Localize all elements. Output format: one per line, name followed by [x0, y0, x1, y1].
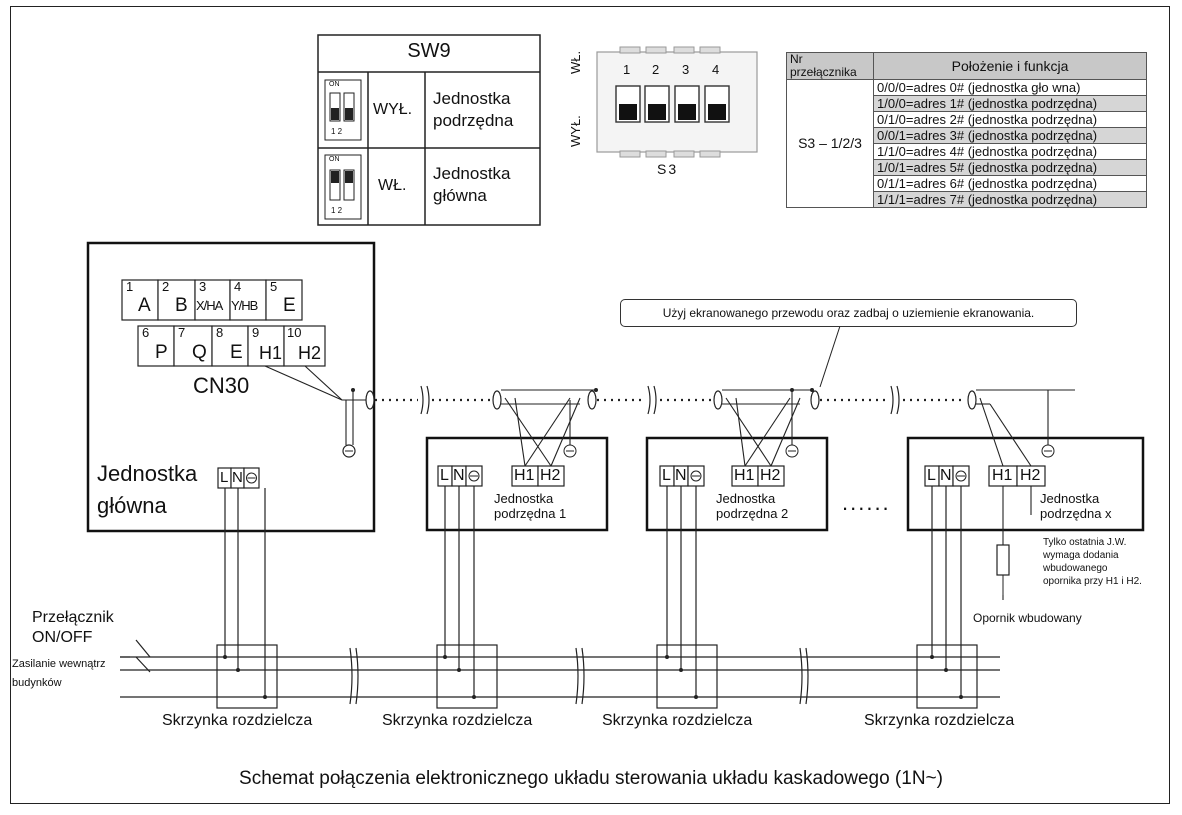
- junction-boxes: [216, 644, 978, 709]
- terminal-n: N: [940, 467, 952, 484]
- junction-box-label: Skrzynka rozdzielcza: [864, 712, 1015, 729]
- cn30-connector: [121, 279, 326, 367]
- resistor-label: Opornik wbudowany: [973, 611, 1082, 625]
- s3-table-row: 1/1/1=adres 7# (jednostka podrzędna): [873, 191, 1147, 208]
- diagram-frame: [10, 6, 1170, 804]
- terminal-h1: H1: [992, 467, 1013, 484]
- s3-table-row: 0/0/0=adres 0# (jednostka gło wna): [873, 79, 1147, 96]
- cn30-pin-number: 2: [162, 279, 170, 294]
- cn30-pin-signal: H2: [298, 343, 322, 363]
- cn30-pin-signal: E: [283, 295, 296, 316]
- cn30-pin-number: 6: [142, 325, 150, 340]
- sw9-dip-numbers: 1 2: [331, 127, 343, 136]
- terminal-h2: H2: [1020, 467, 1041, 484]
- sw9-state-off: WYŁ.: [373, 101, 413, 118]
- s3-dip-switch: [596, 46, 758, 158]
- s3-table-switch-name: S3 – 1/2/3: [786, 79, 874, 208]
- sw9-dip-numbers: 1 2: [331, 206, 343, 215]
- sw9-title: SW9: [407, 40, 451, 62]
- s3-table-row: 0/0/1=adres 3# (jednostka podrzędna): [873, 127, 1147, 144]
- s3-on-label: WŁ.: [568, 50, 583, 74]
- shield-note-callout: Użyj ekranowanego przewodu oraz zadbaj o…: [620, 299, 1077, 327]
- terminal-n: N: [453, 467, 465, 484]
- terminal-l: L: [662, 467, 671, 484]
- cn30-pin-signal: Y/HB: [231, 298, 258, 313]
- s3-off-label: WYŁ.: [568, 115, 583, 147]
- cn30-pin-signal: P: [155, 342, 168, 363]
- cn30-pin-number: 1: [126, 279, 134, 294]
- s3-table-row: 1/0/0=adres 1# (jednostka podrzędna): [873, 95, 1147, 112]
- s3-switch-number: 2: [652, 62, 660, 77]
- sw9-dip-on-icon: [324, 154, 362, 220]
- sw9-state-on: WŁ.: [378, 177, 407, 194]
- cn30-label: CN30: [193, 373, 250, 398]
- s3-table-row: 1/1/0=adres 4# (jednostka podrzędna): [873, 143, 1147, 160]
- terminal-n: N: [232, 469, 243, 486]
- cn30-pin-signal: X/HA: [196, 298, 223, 313]
- terminal-h2: H2: [540, 467, 561, 484]
- cn30-pin-signal: Q: [192, 342, 207, 363]
- sw9-on-tag: ON: [329, 81, 340, 88]
- terminal-h1: H1: [514, 467, 535, 484]
- terminal-n: N: [675, 467, 687, 484]
- cn30-pin-number: 4: [234, 279, 242, 294]
- junction-box-label: Skrzynka rozdzielcza: [382, 712, 533, 729]
- cn30-pin-signal: B: [175, 295, 188, 316]
- sw9-table: [317, 34, 541, 226]
- s3-table-row: 1/0/1=adres 5# (jednostka podrzędna): [873, 159, 1147, 176]
- cn30-pin-number: 7: [178, 325, 186, 340]
- ellipsis: ......: [842, 490, 891, 515]
- s3-label: S3: [657, 161, 679, 177]
- cn30-pin-number: 3: [199, 279, 207, 294]
- s3-switch-number: 4: [712, 62, 720, 77]
- s3-table-row: 0/1/1=adres 6# (jednostka podrzędna): [873, 175, 1147, 192]
- cn30-pin-signal: H1: [259, 343, 283, 363]
- diagram-caption: Schemat połączenia elektronicznego układ…: [239, 768, 943, 789]
- s3-table-header-function: Położenie i funkcja: [873, 52, 1147, 80]
- terminator-resistor: [996, 544, 1010, 576]
- cn30-pin-number: 9: [252, 325, 260, 340]
- sw9-dip-off-icon: [324, 79, 362, 141]
- junction-box-label: Skrzynka rozdzielcza: [602, 712, 753, 729]
- cn30-pin-number: 10: [287, 325, 302, 340]
- s3-table-row: 0/1/0=adres 2# (jednostka podrzędna): [873, 111, 1147, 128]
- terminal-h2: H2: [760, 467, 781, 484]
- cn30-pin-signal: E: [230, 342, 243, 363]
- terminal-l: L: [927, 467, 936, 484]
- s3-switch-number: 3: [682, 62, 690, 77]
- terminal-l: L: [220, 469, 229, 486]
- cn30-pin-number: 8: [216, 325, 224, 340]
- s3-switch-number: 1: [623, 62, 631, 77]
- sw9-on-tag: ON: [329, 156, 340, 163]
- cn30-pin-number: 5: [270, 279, 278, 294]
- terminal-h1: H1: [734, 467, 755, 484]
- terminal-l: L: [440, 467, 449, 484]
- junction-box-label: Skrzynka rozdzielcza: [162, 712, 313, 729]
- cn30-pin-signal: A: [138, 295, 151, 316]
